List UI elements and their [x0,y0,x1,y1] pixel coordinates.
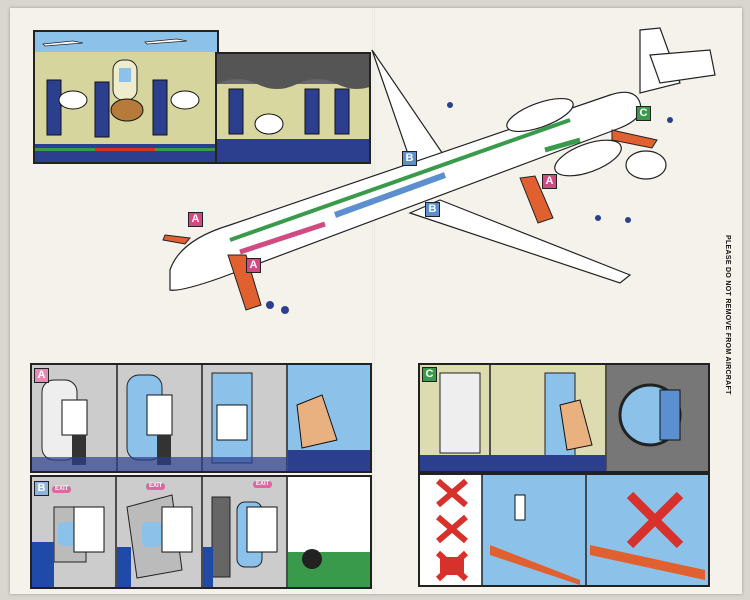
exit-a-badge-front: A [246,258,261,273]
brace-position-panel [33,30,219,164]
exit-a-row-badge: A [34,368,49,383]
exit-sign-2: EXIT [146,483,166,490]
smoke-crawl-panel [215,52,371,164]
exit-b-badge-upper: B [402,151,417,166]
exit-b-badge-lower: B [425,202,440,217]
exit-sign-3: EXIT [253,481,273,488]
card-fold [372,8,375,594]
crawl-illustration [217,54,369,162]
exit-a-illustration [32,365,370,471]
exit-c-row-badge: C [422,367,437,382]
exit-c-instructions [418,363,710,473]
exit-a-badge-rear: A [542,174,557,189]
no-luggage-icon [435,550,469,582]
slide-prohibitions [418,473,710,587]
no-high-heels-icon [436,514,468,544]
prohibitions-illustration [420,475,705,585]
exit-sign-1: EXIT [52,486,72,493]
exit-b-illustration [32,477,370,587]
exit-a-badge-left: A [188,212,203,227]
exit-b-row-badge: B [34,481,49,496]
brace-illustration [35,32,217,162]
exit-c-badge: C [636,106,651,121]
exit-c-illustration [420,365,708,471]
exit-a-instructions [30,363,372,473]
do-not-remove-notice: PLEASE DO NOT REMOVE FROM AIRCRAFT [724,235,731,395]
exit-b-instructions [30,475,372,589]
no-smoking-icon [436,478,468,508]
